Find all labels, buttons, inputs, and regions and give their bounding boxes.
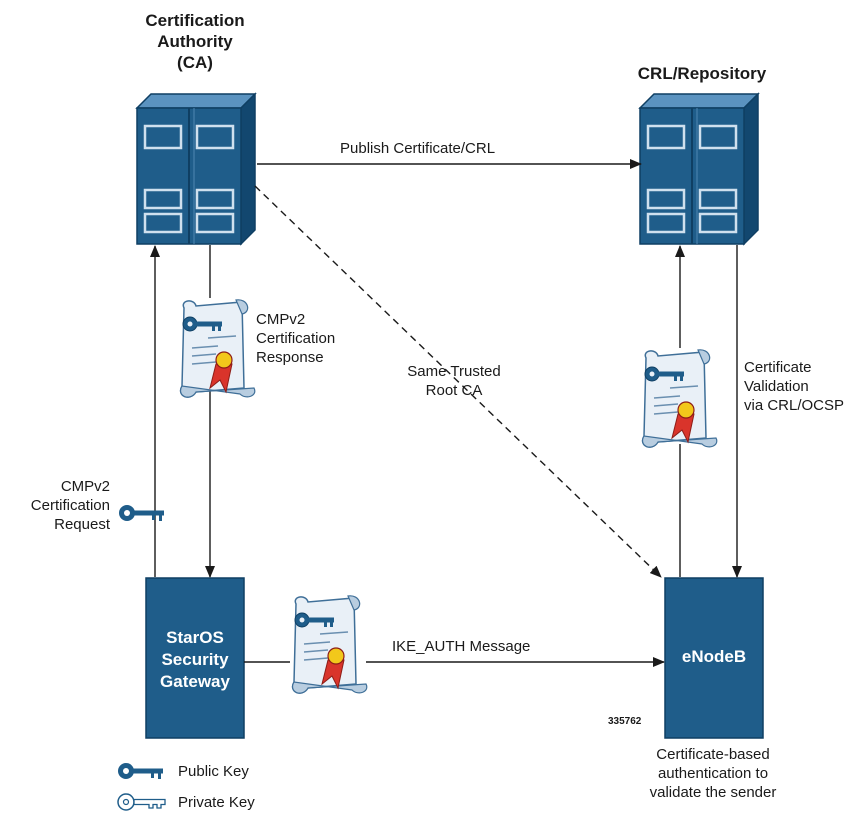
enodeb-box (664, 577, 764, 739)
figure-id: 335762 (608, 716, 642, 727)
cmp-response-line3: Response (256, 349, 324, 366)
crl-server-icon (638, 92, 760, 246)
cmp-request-line1: CMPv2 (60, 478, 110, 495)
gateway-label-line2: Security (161, 650, 229, 669)
ca-title-line1: Certification (145, 11, 245, 30)
gateway-label: StarOS Security Gateway (146, 627, 244, 693)
trusted-root-arrow (254, 185, 662, 578)
ca-title-line2: Authority (157, 32, 233, 51)
caption-line1: Certificate-based (656, 746, 770, 763)
gateway-box (145, 577, 245, 739)
caption-line3: validate the sender (649, 784, 777, 801)
legend-public-key-icon (118, 763, 163, 779)
caption-line2: authentication to (657, 765, 769, 782)
legend-private-key-label: Private Key (178, 794, 255, 811)
ca-title: Certification Authority (CA) (120, 10, 270, 73)
trusted-root-label: Same Trusted Root CA (384, 362, 524, 400)
request-public-key-icon (119, 505, 164, 521)
enodeb-label: eNodeB (681, 647, 747, 666)
cmp-response-line2: Certification (256, 330, 336, 347)
publish-label: Publish Certificate/CRL (340, 140, 496, 157)
cmp-request-label: CMPv2 Certification Request (2, 477, 110, 534)
ca-title-line3: (CA) (177, 53, 213, 72)
crl-title: CRL/Repository (637, 64, 767, 83)
trusted-root-line1: Same Trusted (407, 363, 501, 380)
validation-label: Certificate Validation via CRL/OCSP (744, 358, 844, 415)
cmp-response-line1: CMPv2 (256, 311, 306, 328)
legend-private-key-icon (117, 793, 166, 811)
ca-server-icon (135, 92, 257, 246)
trusted-root-line2: Root CA (425, 382, 483, 399)
cmp-response-label: CMPv2 Certification Response (256, 310, 335, 367)
gateway-label-line3: Gateway (160, 672, 230, 691)
validation-line3: via CRL/OCSP (744, 397, 845, 414)
cmp-request-line3: Request (54, 516, 110, 533)
validation-line2: Validation (744, 378, 809, 395)
validation-line1: Certificate (744, 359, 812, 376)
enodeb-caption: Certificate-based authentication to vali… (618, 745, 808, 802)
legend-public-key-label: Public Key (178, 763, 249, 780)
gateway-label-line1: StarOS (166, 628, 224, 647)
cmp-request-line2: Certification (30, 497, 110, 514)
ike-auth-label: IKE_AUTH Message (392, 638, 531, 655)
